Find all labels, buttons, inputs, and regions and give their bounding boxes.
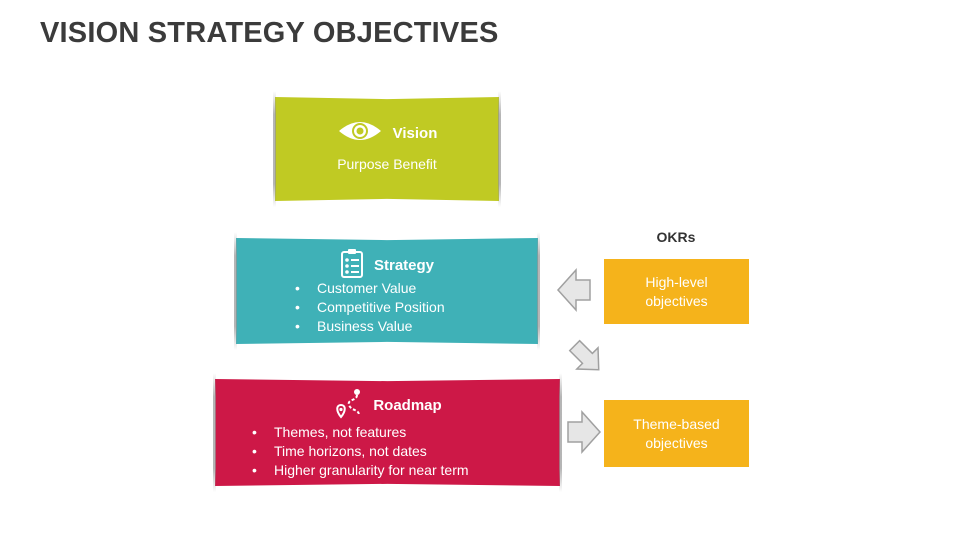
right-arrow-icon xyxy=(567,410,602,454)
page-title: VISION STRATEGY OBJECTIVES xyxy=(40,17,499,49)
okr-box-high-level: High-level objectives xyxy=(604,259,749,324)
strategy-list: Customer Value Competitive Position Busi… xyxy=(295,279,445,336)
roadmap-panel-left-edge xyxy=(213,373,216,492)
list-item: Customer Value xyxy=(295,279,445,298)
roadmap-panel-right-edge xyxy=(559,373,562,492)
vision-heading-row: Vision xyxy=(275,119,499,147)
list-item: Time horizons, not dates xyxy=(252,442,469,461)
okr-box-line: objectives xyxy=(645,292,708,309)
route-pin-icon xyxy=(333,387,363,423)
roadmap-heading-row: Roadmap xyxy=(215,387,560,423)
vision-panel-content: Vision Purpose Benefit xyxy=(273,91,501,207)
list-item: Higher granularity for near term xyxy=(252,461,469,480)
list-item: Business Value xyxy=(295,317,445,336)
vision-panel-right-edge xyxy=(498,91,501,207)
roadmap-heading: Roadmap xyxy=(373,396,442,414)
strategy-panel-content: Strategy Customer Value Competitive Posi… xyxy=(234,232,540,350)
okrs-title: OKRs xyxy=(656,229,696,245)
okr-box-line: objectives xyxy=(645,434,708,451)
eye-icon xyxy=(337,119,383,147)
clipboard-checklist-icon xyxy=(340,248,364,282)
diagonal-arrow-icon xyxy=(568,339,600,371)
roadmap-panel-content: Roadmap Themes, not features Time horizo… xyxy=(213,373,562,492)
vision-heading: Vision xyxy=(392,124,438,142)
vision-text: Purpose Benefit xyxy=(337,156,437,172)
strategy-heading-row: Strategy xyxy=(236,248,538,282)
strategy-panel-left-edge xyxy=(234,232,237,350)
okr-box-line: High-level xyxy=(645,273,708,290)
okr-box-theme-based: Theme-based objectives xyxy=(604,400,749,467)
okr-box-line: Theme-based xyxy=(633,415,720,432)
roadmap-list: Themes, not features Time horizons, not … xyxy=(252,423,469,480)
strategy-heading: Strategy xyxy=(373,256,435,274)
list-item: Themes, not features xyxy=(252,423,469,442)
left-arrow-icon xyxy=(556,268,591,312)
list-item: Competitive Position xyxy=(295,298,445,317)
strategy-panel-right-edge xyxy=(537,232,540,350)
vision-panel-left-edge xyxy=(273,91,276,207)
vision-panel xyxy=(275,97,499,201)
